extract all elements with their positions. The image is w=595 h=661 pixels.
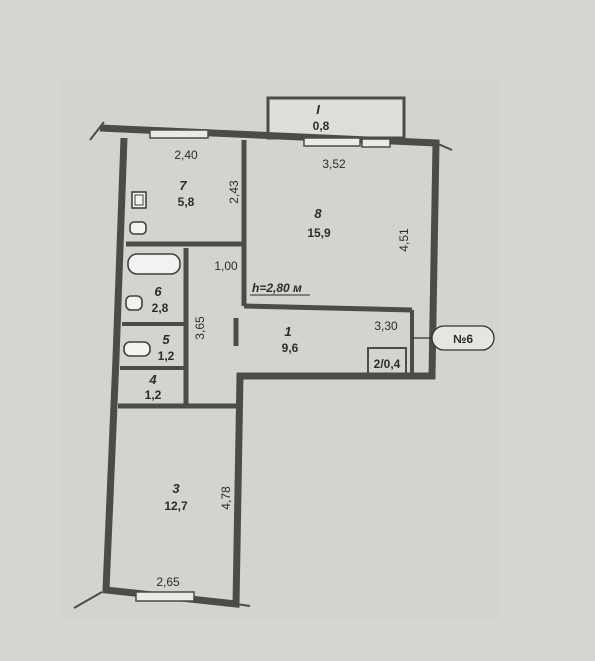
apartment-tag-badge (431, 325, 495, 351)
balcony-area: 0,8 (313, 119, 330, 133)
room-8-number: 8 (314, 206, 322, 221)
closet-outline (367, 347, 407, 375)
dim-4-78: 4,78 (219, 486, 233, 510)
closet-label: 2/0,4 (374, 357, 401, 371)
outer-wall (99, 124, 440, 608)
room-1-area: 9,6 (282, 341, 299, 355)
bathtub-icon (127, 253, 181, 275)
dim-2-65: 2,65 (156, 575, 180, 589)
dim-2-43: 2,43 (227, 180, 241, 204)
wall-cap-right (435, 142, 453, 151)
window-room-7 (149, 129, 209, 139)
room-1-number: 1 (284, 324, 291, 339)
washbasin-icon (125, 295, 143, 311)
wall-8-1 (243, 303, 413, 313)
dim-4-51: 4,51 (397, 228, 411, 252)
dim-3-30: 3,30 (374, 319, 398, 333)
stove-icon (131, 191, 147, 209)
room-5-number: 5 (162, 332, 170, 347)
stove-burner (134, 194, 144, 206)
room-3-number: 3 (172, 481, 180, 496)
wall-cap-left (89, 121, 105, 141)
kitchen-sink-icon (129, 221, 147, 235)
room-8-area: 15,9 (307, 226, 331, 240)
dim-3-52: 3,52 (322, 157, 346, 171)
balcony-outline (266, 96, 406, 140)
room-6-number: 6 (154, 284, 162, 299)
balcony-number: I (316, 102, 320, 117)
dim-3-65: 3,65 (193, 316, 207, 340)
wall-cap-bottom-right (235, 603, 251, 607)
window-room-8 (303, 137, 361, 147)
room-5-area: 1,2 (158, 349, 175, 363)
room-4-number: 4 (148, 372, 157, 387)
room-7-area: 5,8 (178, 195, 195, 209)
balcony-door (361, 138, 391, 148)
toilet-icon (123, 341, 151, 357)
window-room-3 (135, 591, 195, 602)
ceiling-height-label: h=2,80 м (252, 281, 302, 295)
room-3-area: 12,7 (164, 499, 188, 513)
room-6-area: 2,8 (152, 301, 169, 315)
wall-cap-bottom-left (73, 591, 103, 609)
apartment-tag: №6 (453, 332, 473, 346)
room-7-number: 7 (179, 178, 187, 193)
dim-2-40: 2,40 (174, 148, 198, 162)
dim-1-00: 1,00 (214, 259, 238, 273)
room-4-area: 1,2 (145, 388, 162, 402)
